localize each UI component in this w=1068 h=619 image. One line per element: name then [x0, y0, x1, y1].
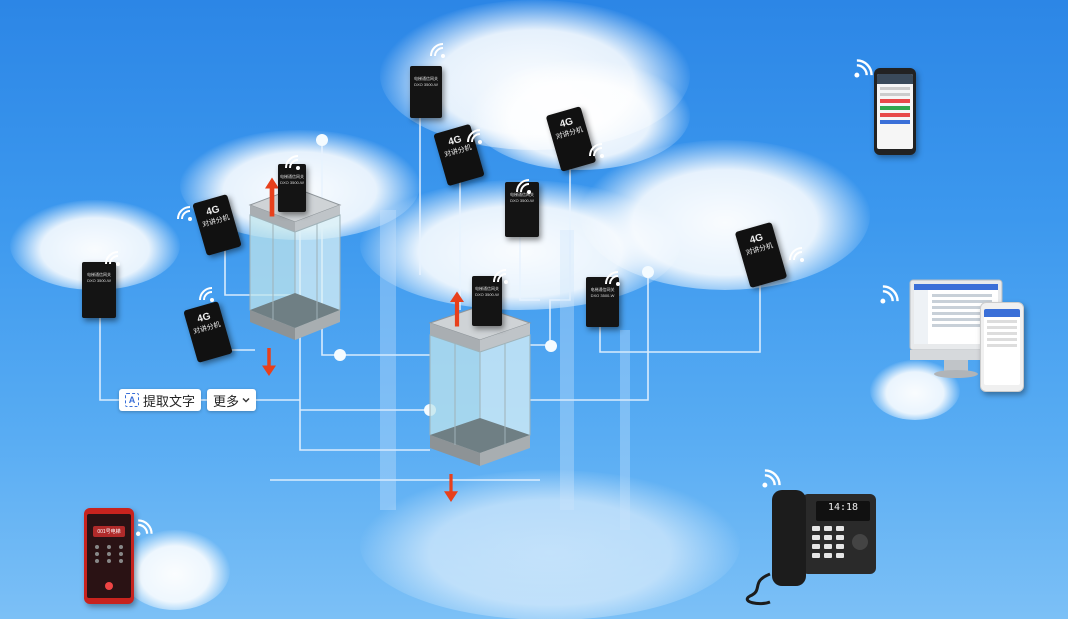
wifi-icon [493, 269, 508, 284]
gateway-model: DXO 3500-W [590, 293, 615, 298]
smartphone-icon [874, 68, 916, 155]
desktop-monitor-icon [909, 279, 1003, 378]
gateway-device: 电梯通信网关 DXO 3500-W [410, 66, 442, 118]
down-arrow-icon [444, 474, 458, 502]
extract-text-label: 提取文字 [143, 393, 196, 409]
cloud [580, 140, 870, 290]
wifi-icon [516, 179, 531, 194]
smartphone-icon [980, 302, 1024, 392]
wifi-icon [880, 285, 899, 304]
wifi-icon [605, 271, 620, 286]
wifi-icon [177, 206, 192, 221]
up-arrow-icon [450, 291, 464, 327]
desk-phone-clock: 14:18 [816, 501, 870, 521]
gateway-label: 电梯通信网关 [590, 287, 615, 292]
wifi-icon [430, 43, 445, 58]
down-arrow-icon [262, 348, 276, 376]
gateway-label: 电梯通信网关 [510, 192, 534, 197]
chevron-down-icon [242, 398, 250, 403]
elevator-call-title: 001号电梯 [93, 526, 125, 537]
wifi-icon [136, 519, 153, 536]
gateway-label: 电梯通信网关 [280, 174, 304, 179]
elevator-icon [248, 187, 342, 340]
gateway-device: 电梯通信网关 DXO 3500-W [472, 276, 502, 326]
up-arrow-icon [265, 177, 279, 217]
gateway-model: DXO 3500-W [414, 82, 438, 87]
gateway-device: 电梯通信网关 DXO 3500-W [586, 277, 619, 327]
wifi-icon [199, 287, 214, 302]
gateway-model: DXO 3500-W [510, 198, 534, 203]
cloud [360, 470, 740, 619]
wifi-icon [789, 247, 804, 262]
gateway-label: 电梯通信网关 [475, 286, 499, 291]
wifi-icon [105, 251, 120, 266]
wifi-icon [589, 143, 604, 158]
ocr-icon: A [125, 393, 139, 407]
wifi-icon [285, 155, 300, 170]
smartphone-icon: 001号电梯 [84, 508, 134, 604]
wifi-icon [762, 469, 781, 488]
gateway-model: DXO 3500-W [475, 292, 499, 297]
gateway-device: 电梯通信网关 DXO 3500-W [278, 164, 306, 212]
gateway-label: 电梯通信网关 [87, 272, 111, 277]
more-button[interactable]: 更多 [207, 389, 257, 411]
extract-text-button[interactable]: A 提取文字 [119, 389, 202, 411]
gateway-model: DXO 3500-W [87, 278, 111, 283]
gateway-label: 电梯通信网关 [414, 76, 438, 81]
cloud [120, 530, 230, 610]
more-label: 更多 [213, 393, 240, 409]
wifi-icon [854, 59, 873, 78]
gateway-model: DXO 3500-W [280, 180, 304, 185]
gateway-device: 电梯通信网关 DXO 3500-W [82, 262, 116, 318]
wifi-icon [467, 129, 482, 144]
call-button-icon [105, 582, 113, 590]
